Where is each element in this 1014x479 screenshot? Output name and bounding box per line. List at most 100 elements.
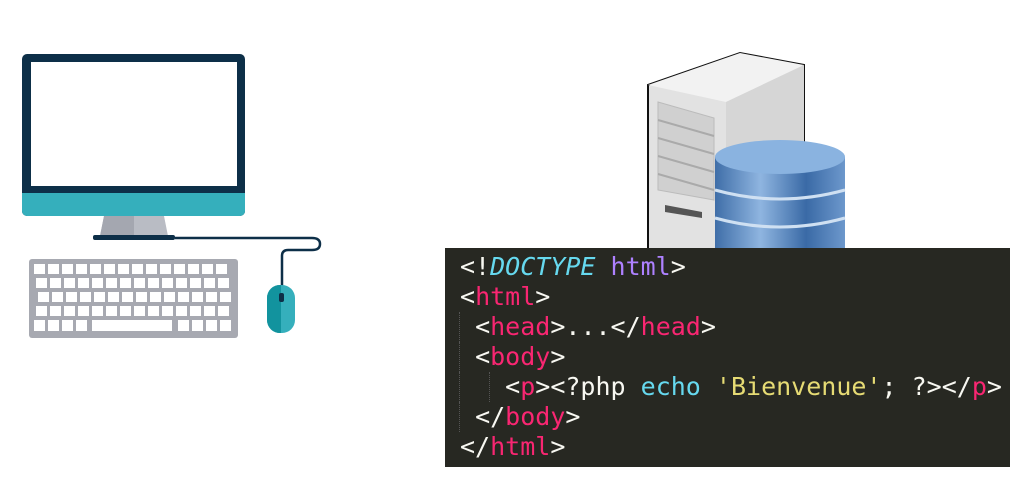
keyboard-key bbox=[76, 264, 87, 274]
keyboard-key bbox=[132, 264, 143, 274]
keyboard-key bbox=[92, 278, 103, 288]
keyboard-key bbox=[34, 264, 45, 274]
keyboard-key bbox=[160, 264, 171, 274]
keyboard-key bbox=[64, 278, 75, 288]
keyboard bbox=[29, 259, 238, 338]
code-token-punct: </ bbox=[475, 402, 506, 431]
keyboard-key bbox=[50, 306, 61, 316]
keyboard-key bbox=[204, 306, 215, 316]
keyboard-key bbox=[136, 292, 147, 302]
code-token-punct: > bbox=[535, 282, 551, 311]
keyboard-key bbox=[220, 292, 231, 302]
keyboard-key bbox=[146, 264, 157, 274]
keyboard-key bbox=[204, 278, 215, 288]
keyboard-key bbox=[148, 278, 159, 288]
code-token-punct: >...</ bbox=[550, 312, 641, 341]
keyboard-key bbox=[164, 292, 175, 302]
keyboard-key bbox=[216, 264, 227, 274]
keyboard-key bbox=[50, 278, 61, 288]
keyboard-key bbox=[150, 292, 161, 302]
keyboard-key bbox=[38, 292, 49, 302]
keyboard-key bbox=[92, 306, 103, 316]
keyboard-key bbox=[192, 320, 203, 331]
code-line: <p><?php echo 'Bienvenue'; ?></p> bbox=[445, 372, 1010, 402]
database-icon bbox=[714, 140, 846, 250]
keyboard-key bbox=[218, 306, 229, 316]
code-token-kw: echo bbox=[640, 372, 701, 401]
indent-guide bbox=[459, 342, 460, 372]
keyboard-key bbox=[106, 278, 117, 288]
keyboard-key bbox=[134, 278, 145, 288]
code-token-tag: head bbox=[640, 312, 701, 341]
keyboard-key bbox=[148, 306, 159, 316]
indent-guide bbox=[489, 372, 490, 402]
code-token-punct: > bbox=[670, 252, 686, 281]
code-token-tag: head bbox=[490, 312, 551, 341]
keyboard-key bbox=[190, 306, 201, 316]
keyboard-key bbox=[108, 292, 119, 302]
keyboard-key bbox=[190, 278, 201, 288]
keyboard-key bbox=[120, 278, 131, 288]
code-token-doctype: DOCTYPE bbox=[490, 252, 596, 281]
keyboard-key bbox=[36, 278, 47, 288]
keyboard-key bbox=[90, 264, 101, 274]
code-token-punct: > bbox=[986, 372, 1002, 401]
code-token-punct: </ bbox=[460, 432, 491, 461]
keyboard-key bbox=[66, 292, 77, 302]
keyboard-key bbox=[80, 292, 91, 302]
keyboard-key bbox=[202, 264, 213, 274]
code-line: <!DOCTYPE html> bbox=[445, 252, 1010, 282]
keyboard-key bbox=[104, 264, 115, 274]
code-token-punct: < bbox=[460, 282, 476, 311]
code-line: </body> bbox=[445, 402, 1010, 432]
code-token-punct: ><?php bbox=[535, 372, 641, 401]
keyboard-key bbox=[206, 320, 217, 331]
code-token-punct: > bbox=[700, 312, 716, 341]
keyboard-key bbox=[176, 306, 187, 316]
code-line: <html> bbox=[445, 282, 1010, 312]
mouse bbox=[266, 284, 295, 334]
code-token-tag: html bbox=[490, 432, 551, 461]
keyboard-key bbox=[48, 264, 59, 274]
code-token-attr: html bbox=[610, 252, 671, 281]
code-token-tag: body bbox=[505, 402, 566, 431]
keyboard-key bbox=[34, 320, 45, 331]
keyboard-key bbox=[94, 292, 105, 302]
code-line: <head>...</head> bbox=[445, 312, 1010, 342]
keyboard-key bbox=[62, 320, 73, 331]
keyboard-key bbox=[122, 292, 133, 302]
keyboard-key bbox=[188, 264, 199, 274]
keyboard-key bbox=[52, 292, 63, 302]
keyboard-key bbox=[178, 320, 189, 331]
keyboard-key bbox=[106, 306, 117, 316]
code-token-punct: ; ?></ bbox=[881, 372, 972, 401]
keyboard-key bbox=[36, 306, 47, 316]
code-token-punct: > bbox=[565, 402, 581, 431]
code-token-punct: > bbox=[550, 342, 566, 371]
keyboard-key bbox=[118, 264, 129, 274]
code-token-punct: < bbox=[475, 312, 491, 341]
code-token-punct: <! bbox=[460, 252, 491, 281]
keyboard-key bbox=[206, 292, 217, 302]
keyboard-key bbox=[78, 306, 89, 316]
monitor bbox=[22, 54, 245, 240]
keyboard-key bbox=[64, 306, 75, 316]
code-token-punct bbox=[701, 372, 716, 401]
keyboard-key bbox=[192, 292, 203, 302]
keyboard-key bbox=[178, 292, 189, 302]
code-token-tag: p bbox=[520, 372, 536, 401]
code-token-punct: < bbox=[475, 342, 491, 371]
keyboard-key bbox=[48, 320, 59, 331]
keyboard-key bbox=[220, 320, 231, 331]
keyboard-key bbox=[218, 278, 229, 288]
code-line: </html> bbox=[445, 432, 1010, 462]
code-token-tag: p bbox=[971, 372, 987, 401]
indent-guide bbox=[459, 312, 460, 342]
code-token-tag: body bbox=[490, 342, 551, 371]
keyboard-key bbox=[62, 264, 73, 274]
code-token-tag: html bbox=[475, 282, 536, 311]
desktop-computer-illustration bbox=[22, 54, 322, 338]
php-code-snippet: <!DOCTYPE html><html> <head>...</head> <… bbox=[445, 248, 1010, 467]
keyboard-key bbox=[78, 278, 89, 288]
code-token-str: 'Bienvenue' bbox=[715, 372, 882, 401]
